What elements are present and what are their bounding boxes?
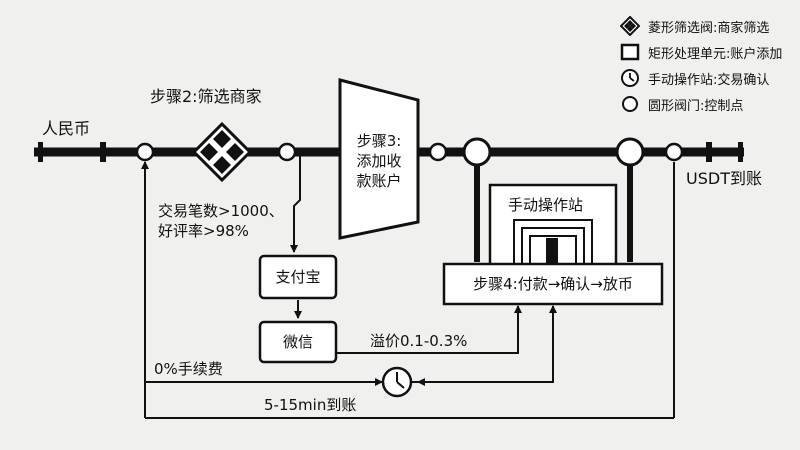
legend-text: 菱形筛选阀:商家筛选	[648, 21, 770, 36]
legend-text: 矩形处理单元:账户添加	[648, 47, 783, 62]
step3-line-2: 添加收	[356, 152, 402, 170]
round-valve	[664, 142, 684, 162]
step4-label: 步骤4:付款→确认→放币	[473, 275, 633, 293]
rmb-label: 人民币	[42, 119, 91, 138]
round-valve	[277, 142, 297, 162]
usdt-label: USDT到账	[686, 169, 762, 188]
time-label: 5-15min到账	[264, 396, 357, 414]
pipe-flange	[706, 142, 712, 162]
fee-label: 0%手续费	[154, 360, 223, 378]
step2-label: 步骤2:筛选商家	[150, 87, 262, 106]
diamond-filter-valve	[191, 121, 253, 183]
add-account-unit	[338, 78, 420, 240]
pipe-flange-right	[738, 142, 743, 162]
round-valve	[428, 142, 448, 162]
pipe-flange-left	[38, 142, 43, 162]
round-valve	[135, 142, 155, 162]
legend-text: 圆形阀门:控制点	[648, 99, 744, 114]
step3-line-3: 款账户	[356, 172, 402, 190]
premium-label: 溢价0.1-0.3%	[370, 332, 468, 350]
criteria-line-1: 交易笔数>1000、	[158, 202, 284, 220]
rectangle-unit-icon	[620, 43, 640, 61]
legend-text: 手动操作站:交易确认	[648, 73, 770, 88]
clock-station-icon	[621, 69, 639, 87]
manual-station-label: 手动操作站	[508, 196, 584, 214]
clock-station	[381, 366, 413, 398]
flow-arrow	[290, 152, 301, 253]
step4-box	[442, 262, 664, 306]
round-valve-large	[462, 137, 492, 167]
round-valve-large	[615, 137, 645, 167]
diamond-valve-icon	[620, 16, 640, 36]
wechat-label: 微信	[282, 333, 313, 351]
step3-line-1: 步骤3:	[356, 132, 402, 150]
wechat-box	[258, 320, 338, 364]
manual-station-core-bar	[546, 238, 558, 266]
round-valve-icon	[622, 96, 638, 112]
alipay-label: 支付宝	[275, 268, 321, 286]
alipay-box	[258, 254, 338, 300]
criteria-line-2: 好评率>98%	[158, 222, 249, 240]
pipe-flange	[100, 142, 106, 162]
flow-arrow	[336, 305, 522, 354]
step3-text: 步骤3: 添加收 款账户	[340, 126, 418, 196]
